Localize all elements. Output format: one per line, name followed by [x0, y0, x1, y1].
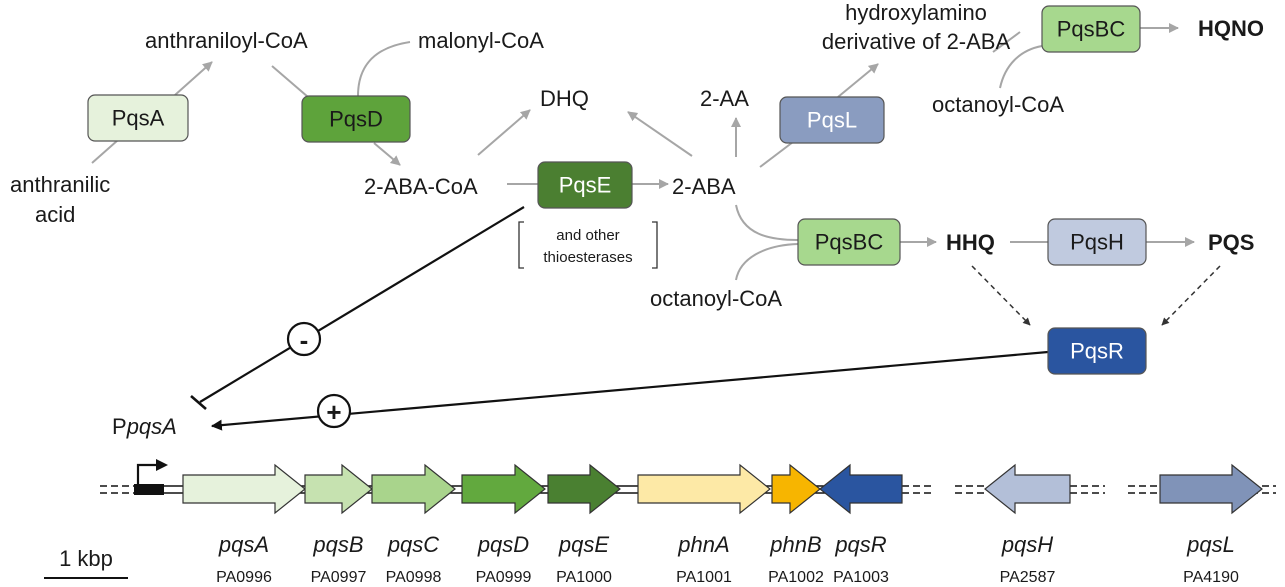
promoter-arrowhead — [156, 459, 168, 471]
gene-arrow-pqsL — [1159, 463, 1263, 515]
connector-malonyl-coa-to-pqsd — [357, 41, 411, 97]
promoter-prefix: P — [112, 414, 127, 439]
negative-regulation-symbol: - — [286, 321, 322, 357]
connector-octanoyl-coa-to-pqsbc-mid — [735, 243, 799, 281]
thioesterase-note: and other thioesterases — [518, 221, 658, 269]
gene-locus-pqsC: PA0998 — [386, 569, 442, 586]
enzyme-pqsbc-top: PqsBC — [1041, 5, 1141, 53]
enzyme-pqsd-label: PqsD — [329, 107, 383, 132]
scale-bar-label: 1 kbp — [59, 546, 113, 571]
enzyme-pqse: PqsE — [537, 161, 633, 209]
gene-map: pqsA PA0996 pqsB PA0997 pqsC PA0998 pqsD PA0999… — [44, 459, 1276, 586]
enzyme-pqsr-label: PqsR — [1070, 339, 1124, 364]
activation-arrow-pqsr — [210, 350, 1049, 431]
enzyme-pqsbc-top-label: PqsBC — [1057, 17, 1126, 42]
promoter-gene: pqsA — [126, 414, 177, 439]
gene-name-phnB: phnB — [769, 532, 821, 557]
gene-locus-pqsL: PA4190 — [1183, 569, 1239, 586]
metabolite-octanoyl-coa-mid: octanoyl-CoA — [650, 286, 782, 311]
gene-name-pqsE: pqsE — [558, 532, 609, 557]
thioesterase-note-line1: and other — [556, 227, 619, 244]
gene-arrow-pqsA — [182, 463, 306, 515]
pathway-connectors — [91, 23, 1195, 281]
metabolite-2-aba-coa: 2-ABA-CoA — [364, 174, 478, 199]
gene-name-pqsB: pqsB — [312, 532, 363, 557]
metabolite-2-aba: 2-ABA — [672, 174, 736, 199]
repression-bar — [190, 395, 207, 410]
gene-locus-pqsA: PA0996 — [216, 569, 272, 586]
gene-arrow-phnA — [637, 463, 771, 515]
dashed-arrow-hhq-to-pqsr — [971, 265, 1031, 326]
connector-octanoyl-coa-to-pqsbc-top — [999, 45, 1043, 89]
enzyme-pqse-label: PqsE — [559, 173, 612, 198]
metabolite-anthranilic-acid-line2: acid — [35, 202, 75, 227]
gene-name-pqsA: pqsA — [218, 532, 269, 557]
connector-anthraniloyl-coa-to-pqsd — [271, 65, 309, 98]
gene-locus-pqsH: PA2587 — [1000, 569, 1056, 586]
metabolite-anthraniloyl-coa: anthraniloyl-CoA — [145, 28, 308, 53]
positive-regulation-symbol: + — [316, 393, 352, 429]
metabolite-hydroxylamino-line2: derivative of 2-ABA — [822, 29, 1011, 54]
enzyme-pqsbc-mid-label: PqsBC — [815, 230, 884, 255]
gene-arrow-phnB — [771, 463, 821, 515]
gene-arrows: pqsA PA0996 pqsB PA0997 pqsC PA0998 pqsD PA0999… — [182, 463, 1263, 586]
gene-arrow-pqsB — [304, 463, 373, 515]
positive-sign: + — [326, 397, 341, 427]
enzyme-pqsr: PqsR — [1047, 327, 1147, 375]
metabolite-malonyl-coa: malonyl-CoA — [418, 28, 544, 53]
arrow-aba-coa-to-dhq — [477, 109, 531, 156]
promoter-bent-arrow — [136, 463, 158, 484]
metabolite-octanoyl-coa-top: octanoyl-CoA — [932, 92, 1064, 117]
gene-name-pqsC: pqsC — [387, 532, 439, 557]
gene-arrow-pqsC — [371, 463, 456, 515]
connector-hydroxylamino-to-pqsbc — [992, 31, 1021, 53]
negative-sign: - — [300, 325, 309, 355]
enzyme-pqsa-label: PqsA — [112, 106, 165, 131]
gene-name-phnA: phnA — [677, 532, 729, 557]
repression-line-pqse — [199, 206, 525, 403]
arrow-pqsd-to-aba-coa — [373, 142, 401, 166]
gene-name-pqsL: pqsL — [1186, 532, 1235, 557]
arrow-pqsl-to-hydroxylamino — [837, 63, 879, 98]
promoter-block — [134, 484, 164, 495]
enzyme-pqsbc-mid: PqsBC — [797, 218, 901, 266]
enzyme-pqsa: PqsA — [87, 94, 189, 142]
gene-locus-pqsD: PA0999 — [476, 569, 532, 586]
metabolite-pqs: PQS — [1208, 230, 1254, 255]
arrow-aba-to-dhq — [627, 111, 693, 157]
gene-locus-phnA: PA1001 — [676, 569, 732, 586]
gene-locus-pqsR: PA1003 — [833, 569, 889, 586]
connector-anthranilic-to-pqsa — [91, 139, 119, 164]
enzyme-pqsd: PqsD — [301, 95, 411, 143]
gene-name-pqsD: pqsD — [477, 532, 529, 557]
gene-locus-pqsB: PA0997 — [311, 569, 367, 586]
metabolite-hydroxylamino-line1: hydroxylamino — [845, 0, 987, 25]
connector-aba-to-pqsl — [759, 141, 794, 168]
gene-locus-phnB: PA1002 — [768, 569, 824, 586]
enzyme-pqsl-label: PqsL — [807, 108, 857, 133]
gene-arrow-pqsR — [819, 463, 903, 515]
gene-arrow-pqsD — [461, 463, 546, 515]
metabolite-2-aa: 2-AA — [700, 86, 749, 111]
connector-aba-to-pqsbc-mid — [735, 204, 799, 241]
gene-arrow-pqsH — [984, 463, 1071, 515]
metabolite-anthranilic-acid-line1: anthranilic — [10, 172, 110, 197]
metabolite-dhq: DHQ — [540, 86, 589, 111]
arrow-pqsa-to-anthraniloyl-coa — [174, 61, 213, 96]
promoter-label: PpqsA — [112, 414, 177, 439]
enzyme-pqsh: PqsH — [1047, 218, 1147, 266]
dashed-arrow-pqs-to-pqsr — [1161, 265, 1221, 326]
enzyme-pqsh-label: PqsH — [1070, 230, 1124, 255]
gene-name-pqsH: pqsH — [1001, 532, 1053, 557]
metabolite-hqno: HQNO — [1198, 16, 1264, 41]
gene-locus-pqsE: PA1000 — [556, 569, 612, 586]
enzyme-pqsl: PqsL — [779, 96, 885, 144]
metabolite-hhq: HHQ — [946, 230, 995, 255]
gene-arrow-pqsE — [547, 463, 621, 515]
gene-name-pqsR: pqsR — [834, 532, 886, 557]
thioesterase-note-line2: thioesterases — [543, 249, 632, 266]
